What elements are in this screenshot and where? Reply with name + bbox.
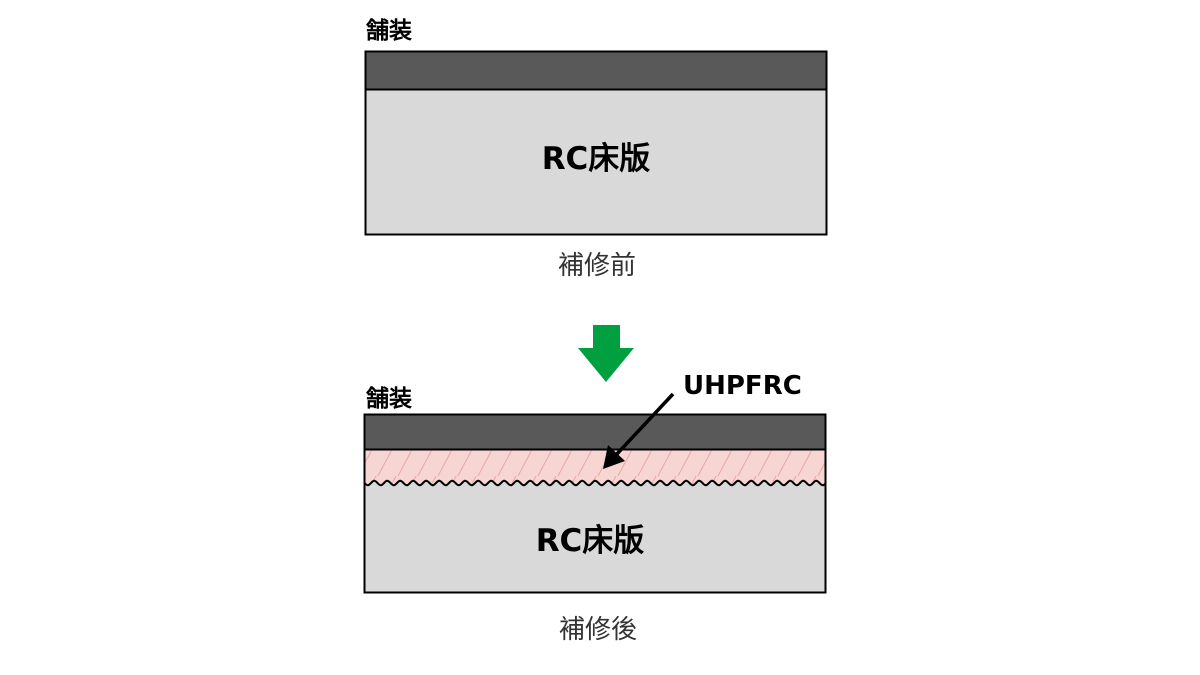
after-pavement-label: 舗装 — [365, 386, 412, 412]
before-section: 舗装 RC床版 補修前 — [364, 18, 828, 281]
after-caption: 補修後 — [559, 615, 637, 645]
uhpfrc-interface-line — [363, 479, 827, 487]
after-pavement-layer — [363, 413, 827, 451]
down-arrow-icon — [578, 325, 634, 382]
after-outline — [363, 413, 827, 594]
after-section: 舗装 RC床版 補修後 UHPFRC — [363, 371, 827, 645]
uhpfrc-layer — [364, 449, 826, 486]
uhpfrc-pointer-arrow — [603, 392, 675, 469]
before-rc-slab — [364, 88, 828, 236]
uhpfrc-label: UHPFRC — [683, 371, 802, 401]
before-pavement-layer — [364, 50, 828, 91]
before-caption: 補修前 — [558, 251, 636, 281]
before-pavement-label: 舗装 — [365, 18, 412, 44]
before-rc-slab-label: RC床版 — [542, 141, 651, 177]
after-rc-slab-label: RC床版 — [536, 523, 645, 559]
